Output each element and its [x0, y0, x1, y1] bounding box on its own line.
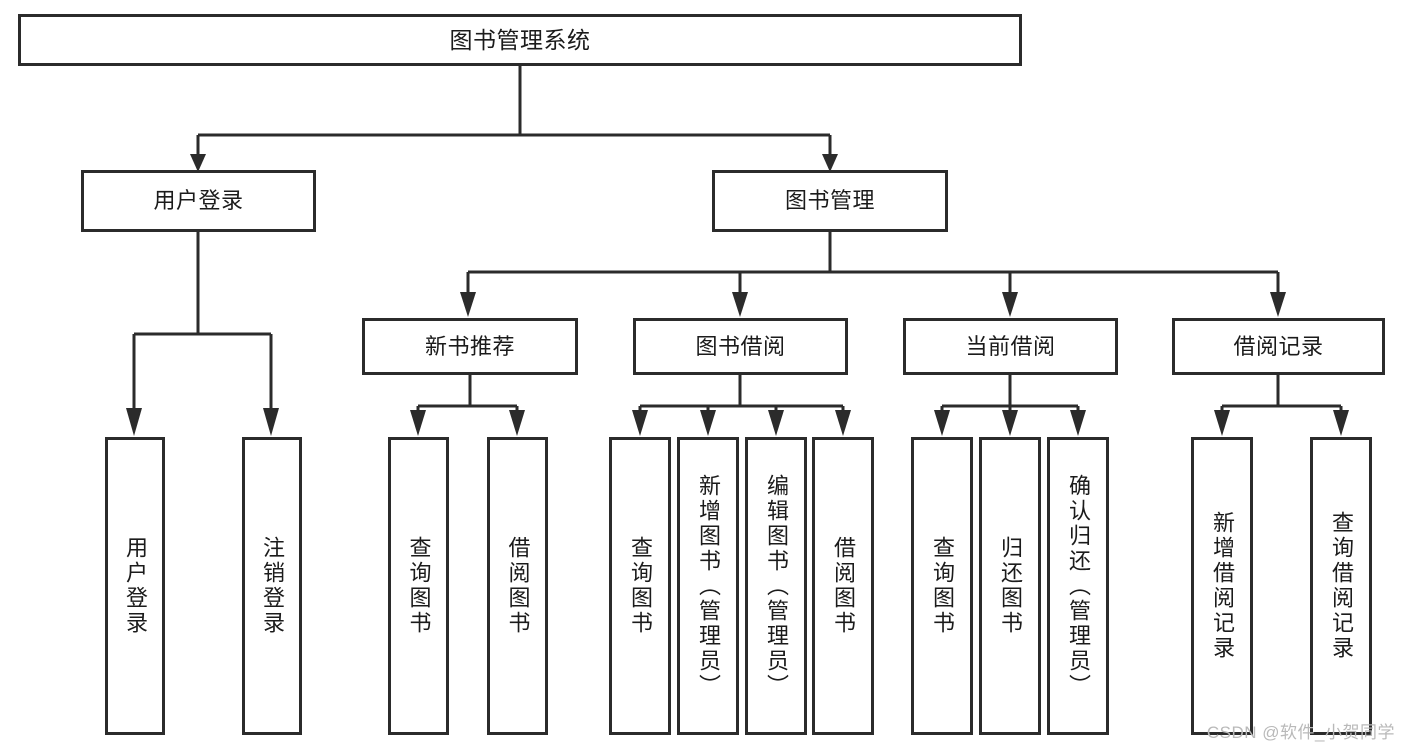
node-leaf-search-book-recommend[interactable]: 查询图书: [388, 437, 449, 735]
node-label-leaf-confirm-return-admin: 确认归还（管理员）: [1066, 473, 1091, 699]
node-label-user-login: 用户登录: [153, 188, 244, 214]
node-label-leaf-user-login: 用户登录: [123, 536, 148, 636]
node-current-borrow[interactable]: 当前借阅: [903, 318, 1118, 375]
node-label-leaf-add-book-admin: 新增图书（管理员）: [696, 473, 721, 699]
arrow-head-newbook-1: [410, 410, 426, 436]
node-label-book-borrow: 图书借阅: [695, 333, 786, 359]
node-leaf-confirm-return-admin[interactable]: 确认归还（管理员）: [1047, 437, 1109, 735]
arrow-head-record-2: [1333, 410, 1349, 436]
arrow-head-current-3: [1070, 410, 1086, 436]
arrow-head-level3-2: [732, 292, 748, 317]
node-leaf-add-borrow-record[interactable]: 新增借阅记录: [1191, 437, 1253, 735]
arrow-head-newbook-2: [509, 410, 525, 436]
arrow-head-current-2: [1002, 410, 1018, 436]
node-label-book-management: 图书管理: [784, 188, 875, 214]
node-label-current-borrow: 当前借阅: [965, 333, 1056, 359]
arrow-head-login-child-2: [263, 408, 279, 436]
node-book-borrow[interactable]: 图书借阅: [633, 318, 848, 375]
watermark: CSDN @软件_小贺同学: [1206, 723, 1395, 742]
node-leaf-borrow-book[interactable]: 借阅图书: [812, 437, 874, 735]
node-label-leaf-add-borrow-record: 新增借阅记录: [1210, 511, 1235, 661]
arrow-head-level3-4: [1270, 292, 1286, 317]
node-label-leaf-search-borrow-record: 查询借阅记录: [1329, 511, 1354, 661]
node-label-borrow-record: 借阅记录: [1233, 333, 1324, 359]
node-leaf-return-book[interactable]: 归还图书: [979, 437, 1041, 735]
node-book-management[interactable]: 图书管理: [712, 170, 948, 232]
arrow-head-borrow-3: [768, 410, 784, 436]
node-leaf-add-book-admin[interactable]: 新增图书（管理员）: [677, 437, 739, 735]
node-leaf-logout[interactable]: 注销登录: [242, 437, 302, 735]
node-leaf-edit-book-admin[interactable]: 编辑图书（管理员）: [745, 437, 807, 735]
node-new-book-recommend[interactable]: 新书推荐: [362, 318, 578, 375]
node-label-new-book-recommend: 新书推荐: [424, 333, 515, 359]
node-leaf-borrow-book-recommend[interactable]: 借阅图书: [487, 437, 548, 735]
node-label-leaf-edit-book-admin: 编辑图书（管理员）: [764, 473, 789, 699]
node-root-system[interactable]: 图书管理系统: [18, 14, 1022, 66]
node-leaf-search-book-current[interactable]: 查询图书: [911, 437, 973, 735]
node-label-leaf-logout: 注销登录: [260, 536, 285, 636]
node-label-leaf-search-book-borrow: 查询图书: [628, 536, 653, 636]
arrow-head-level3-1: [460, 292, 476, 317]
node-label-leaf-borrow-book: 借阅图书: [831, 536, 856, 636]
node-leaf-search-book-borrow[interactable]: 查询图书: [609, 437, 671, 735]
node-leaf-search-borrow-record[interactable]: 查询借阅记录: [1310, 437, 1372, 735]
arrow-head-current-1: [934, 410, 950, 436]
node-label-leaf-return-book: 归还图书: [998, 536, 1023, 636]
node-user-login[interactable]: 用户登录: [81, 170, 316, 232]
node-label-leaf-search-book-recommend: 查询图书: [406, 536, 432, 636]
arrow-head-level3-3: [1002, 292, 1018, 317]
arrow-head-borrow-2: [700, 410, 716, 436]
arrow-head-borrow-4: [835, 410, 851, 436]
arrow-head-login-child-1: [126, 408, 142, 436]
arrow-head-record-1: [1214, 410, 1230, 436]
node-borrow-record[interactable]: 借阅记录: [1172, 318, 1385, 375]
node-label-leaf-borrow-book-recommend: 借阅图书: [505, 536, 531, 636]
arrow-head-borrow-1: [632, 410, 648, 436]
node-label-leaf-search-book-current: 查询图书: [930, 536, 955, 636]
node-label-root: 图书管理系统: [449, 26, 591, 53]
node-leaf-user-login[interactable]: 用户登录: [105, 437, 165, 735]
